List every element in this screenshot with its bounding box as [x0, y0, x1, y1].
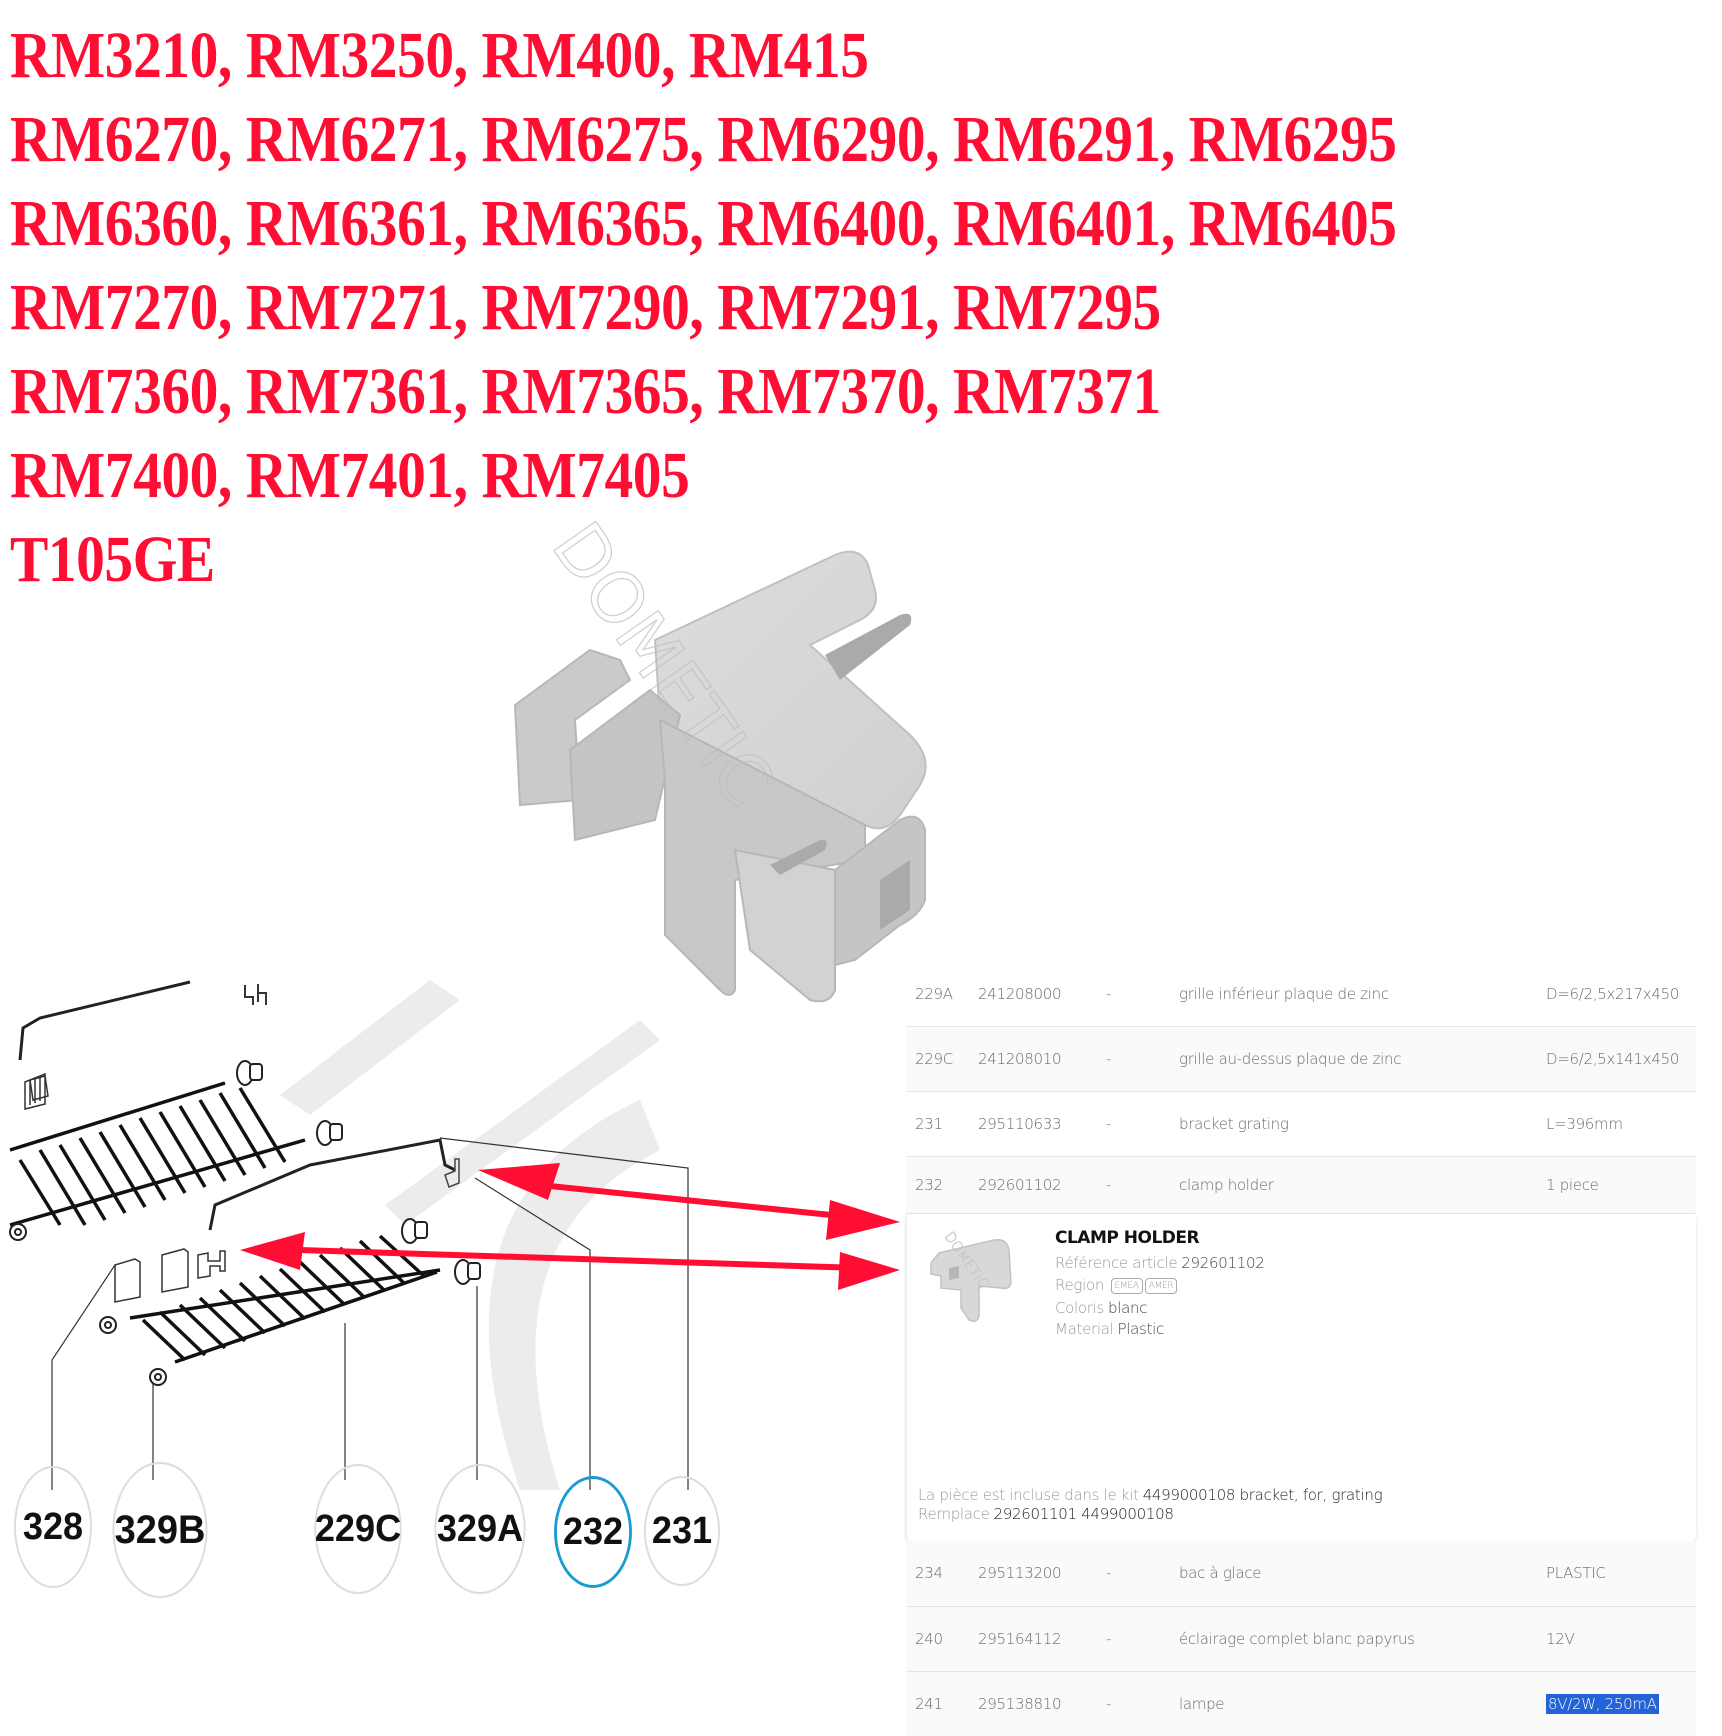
- compatible-models-list: RM3210, RM3250, RM400, RM415 RM6270, RM6…: [10, 14, 1604, 602]
- part-title: CLAMP HOLDER: [1055, 1228, 1200, 1248]
- table-row[interactable]: 241 295138810 - lampe 8V/2W, 250mA: [906, 1672, 1696, 1736]
- clamp-holder-thumbnail-icon: DOMETIC: [930, 1229, 1012, 1323]
- callout-232[interactable]: 232: [554, 1476, 632, 1588]
- table-row[interactable]: 240 295164112 - éclairage complet blanc …: [906, 1607, 1696, 1672]
- table-row[interactable]: 231 295110633 - bracket grating L=396mm: [906, 1092, 1696, 1157]
- clamp-holder-photo: DOMETIC: [480, 507, 1000, 1020]
- part-thumbnail: DOMETIC: [919, 1228, 1029, 1328]
- kit-link[interactable]: 4499000108 bracket, for, grating: [1142, 1486, 1383, 1504]
- exploded-diagram: [0, 960, 900, 1580]
- model-line: RM6270, RM6271, RM6275, RM6290, RM6291, …: [10, 103, 1397, 176]
- region-badge-emea: EMEA: [1110, 1277, 1143, 1294]
- table-row-selected[interactable]: 232 292601102 - clamp holder 1 piece: [906, 1157, 1696, 1214]
- callout-329a[interactable]: 329A: [434, 1464, 526, 1594]
- shelf-assembly-drawing-icon: [9, 980, 900, 1490]
- model-line: RM7400, RM7401, RM7405: [10, 439, 690, 512]
- region-badge-amer: AMER: [1144, 1277, 1178, 1294]
- callout-329b[interactable]: 329B: [112, 1462, 208, 1598]
- parts-table: 229A 241208000 - grille inférieur plaque…: [906, 962, 1696, 1736]
- selected-text-highlight[interactable]: 8V/2W, 250mA: [1546, 1694, 1659, 1714]
- red-arrows: [240, 1163, 900, 1290]
- table-row[interactable]: 229A 241208000 - grille inférieur plaque…: [906, 962, 1696, 1027]
- model-line: RM3210, RM3250, RM400, RM415: [10, 19, 869, 92]
- table-row[interactable]: 229C 241208010 - grille au-dessus plaque…: [906, 1027, 1696, 1092]
- clamp-holder-part-icon: DOMETIC: [513, 507, 927, 1003]
- callout-328[interactable]: 328: [14, 1466, 92, 1588]
- callout-229c[interactable]: 229C: [314, 1464, 402, 1594]
- model-line: RM7270, RM7271, RM7290, RM7291, RM7295: [10, 271, 1161, 344]
- model-line: T105GE: [10, 523, 215, 596]
- model-line: RM6360, RM6361, RM6365, RM6400, RM6401, …: [10, 187, 1397, 260]
- table-row[interactable]: 234 295113200 - bac à glace PLASTIC: [906, 1540, 1696, 1607]
- callout-231[interactable]: 231: [644, 1476, 720, 1586]
- model-line: RM7360, RM7361, RM7365, RM7370, RM7371: [10, 355, 1161, 428]
